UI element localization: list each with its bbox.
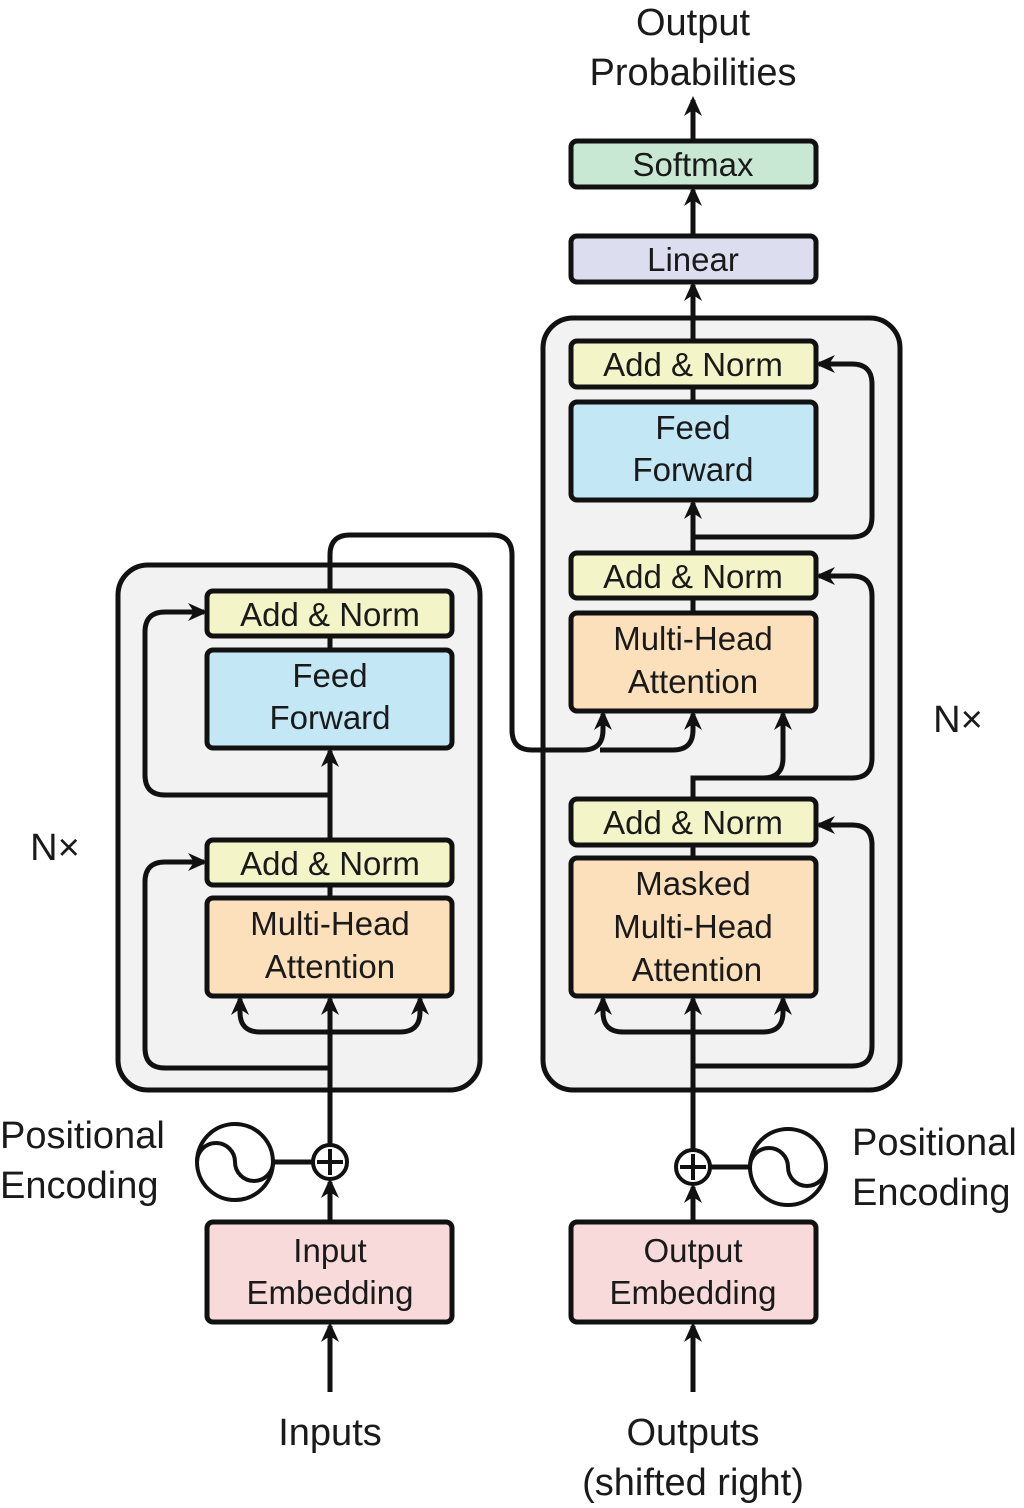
decoder-ff-label-2: Forward	[632, 451, 753, 488]
encoder-container	[115, 562, 483, 1093]
linear: Linear	[568, 233, 819, 285]
encoder-feed-forward: Feed Forward	[204, 647, 455, 751]
masked-mha-label-2: Multi-Head	[613, 908, 773, 945]
decoder-masked-attention: Masked Multi-Head Attention	[568, 855, 819, 999]
masked-mha-label-1: Masked	[635, 865, 751, 902]
decoder-positional-encoding	[674, 1127, 828, 1207]
encoder-pe-label-1: Positional	[0, 1115, 165, 1157]
input-embedding-label-1: Input	[293, 1232, 366, 1269]
output-label-1: Output	[636, 2, 751, 44]
decoder-add-norm-3: Add & Norm	[568, 338, 819, 390]
decoder-cross-attention: Multi-Head Attention	[568, 610, 819, 714]
softmax: Softmax	[568, 138, 819, 190]
decoder-feed-forward: Feed Forward	[568, 399, 819, 503]
output-embedding-label-1: Output	[643, 1232, 742, 1269]
decoder-pe-label-2: Encoding	[852, 1172, 1010, 1214]
decoder-connections	[594, 96, 875, 1392]
encoder-repeat-label: N×	[30, 827, 80, 869]
encoder-ff-label-1: Feed	[292, 657, 367, 694]
decoder-add-norm-3-label: Add & Norm	[603, 346, 783, 383]
decoder-add-norm-1: Add & Norm	[568, 796, 819, 848]
outputs-label-2: (shifted right)	[582, 1462, 804, 1504]
encoder-positional-encoding	[195, 1122, 349, 1202]
encoder-mha-label-1: Multi-Head	[250, 905, 410, 942]
encoder-mha-label-2: Attention	[265, 948, 395, 985]
decoder-pe-label-1: Positional	[852, 1122, 1017, 1164]
encoder-add-norm-2: Add & Norm	[204, 588, 455, 639]
output-label-2: Probabilities	[590, 52, 797, 94]
decoder-mha-label-1: Multi-Head	[613, 620, 773, 657]
encoder-add-norm-1: Add & Norm	[204, 837, 455, 888]
encoder-multi-head-attention: Multi-Head Attention	[204, 895, 455, 999]
inputs-label: Inputs	[278, 1412, 382, 1454]
output-embedding: Output Embedding	[568, 1219, 819, 1325]
input-embedding: Input Embedding	[204, 1219, 455, 1325]
outputs-label-1: Outputs	[626, 1412, 759, 1454]
decoder-mha-label-2: Attention	[628, 663, 758, 700]
output-embedding-label-2: Embedding	[610, 1274, 777, 1311]
decoder-add-norm-2-label: Add & Norm	[603, 558, 783, 595]
decoder-ff-label-1: Feed	[655, 409, 730, 446]
encoder-ff-label-2: Forward	[269, 699, 390, 736]
input-embedding-label-2: Embedding	[247, 1274, 414, 1311]
decoder-repeat-label: N×	[933, 699, 983, 741]
encoder-add-norm-1-label: Add & Norm	[240, 845, 420, 882]
linear-label: Linear	[647, 241, 739, 278]
decoder-add-norm-2: Add & Norm	[568, 550, 819, 601]
masked-mha-label-3: Attention	[632, 951, 762, 988]
encoder-add-norm-2-label: Add & Norm	[240, 596, 420, 633]
softmax-label: Softmax	[632, 146, 754, 183]
decoder-add-norm-1-label: Add & Norm	[603, 804, 783, 841]
encoder-pe-label-2: Encoding	[0, 1165, 158, 1207]
